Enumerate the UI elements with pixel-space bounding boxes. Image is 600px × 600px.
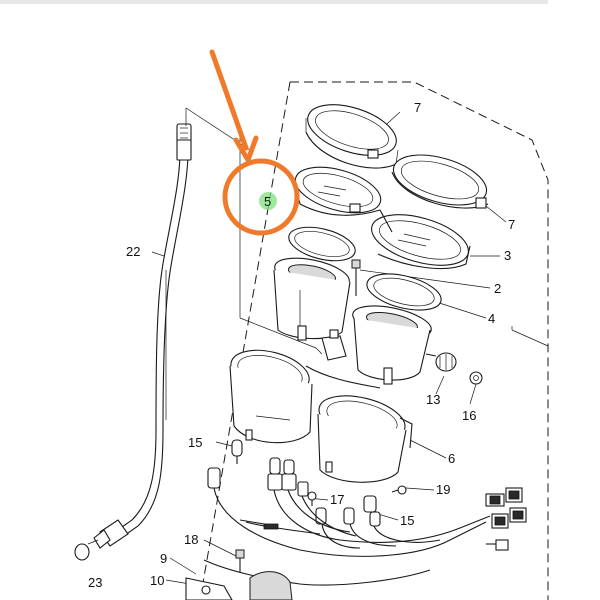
label-15-right: 15 bbox=[400, 513, 414, 528]
speedometer-module bbox=[352, 305, 432, 385]
o-ring-23 bbox=[74, 543, 90, 561]
label-13: 13 bbox=[426, 392, 440, 407]
screw-18 bbox=[235, 549, 245, 572]
wiring-harness bbox=[203, 487, 491, 586]
label-4: 4 bbox=[488, 311, 495, 326]
seal-ring-4-inner bbox=[373, 277, 435, 307]
label-5: 5 bbox=[264, 194, 271, 209]
label-16: 16 bbox=[462, 408, 476, 423]
label-10: 10 bbox=[150, 573, 164, 588]
tachometer-module bbox=[273, 257, 351, 341]
bulb-sockets bbox=[207, 457, 381, 527]
label-2: 2 bbox=[494, 281, 501, 296]
label-7-top: 7 bbox=[414, 100, 421, 115]
label-22: 22 bbox=[126, 244, 140, 259]
gear-13 bbox=[321, 329, 457, 372]
meter-lens-cover bbox=[294, 166, 471, 270]
assembly-boundary-left bbox=[199, 81, 291, 600]
seal-ring-4 bbox=[366, 273, 442, 311]
meter-bezel-right bbox=[391, 154, 489, 209]
screw-17 bbox=[307, 491, 317, 506]
connector-block bbox=[485, 487, 527, 551]
speedometer-cable bbox=[87, 123, 192, 549]
screw-2 bbox=[351, 259, 361, 296]
nut-16 bbox=[469, 371, 483, 385]
assembly-boundary-inner bbox=[511, 326, 549, 347]
label-7-right: 7 bbox=[508, 217, 515, 232]
meter-housing bbox=[229, 349, 413, 483]
label-17: 17 bbox=[330, 492, 344, 507]
mount-bracket bbox=[185, 571, 293, 600]
label-19: 19 bbox=[436, 482, 450, 497]
annotation-arrow bbox=[209, 49, 259, 163]
top-scroll-strip bbox=[0, 0, 548, 4]
label-18: 18 bbox=[184, 532, 198, 547]
assembly-boundary bbox=[290, 81, 549, 600]
meter-bezel-left bbox=[305, 104, 399, 169]
annotation-circle bbox=[222, 158, 300, 236]
highlight-dot bbox=[259, 192, 277, 210]
seal-ring-5 bbox=[288, 226, 356, 262]
label-15-left: 15 bbox=[188, 435, 202, 450]
seal-ring-5-inner bbox=[294, 231, 350, 257]
label-6: 6 bbox=[448, 451, 455, 466]
screw-19 bbox=[391, 485, 407, 495]
bulb-15-left bbox=[231, 439, 243, 464]
label-9: 9 bbox=[160, 551, 167, 566]
label-3: 3 bbox=[504, 248, 511, 263]
label-23: 23 bbox=[88, 575, 102, 590]
